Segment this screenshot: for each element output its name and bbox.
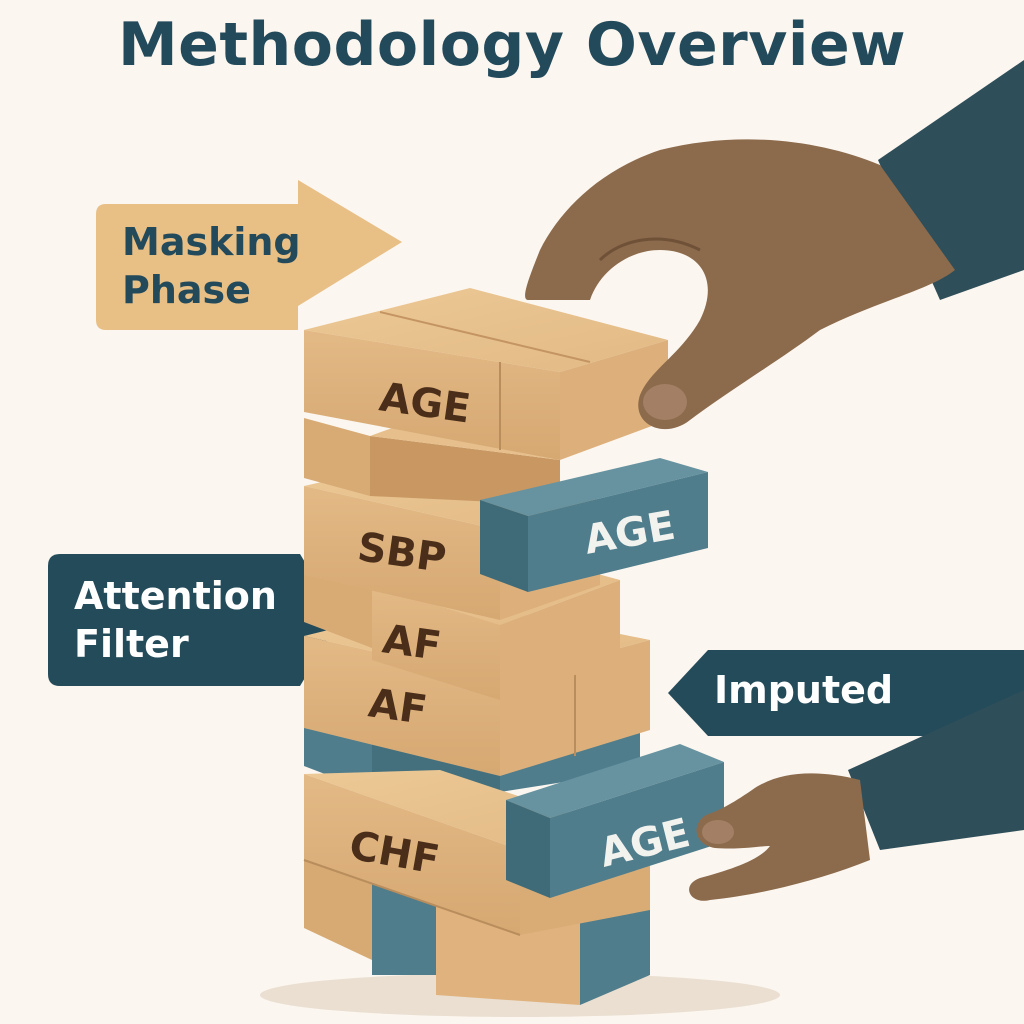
masking-phase-label: Masking Phase [122,218,301,314]
pulled-age-block-upper [480,458,708,592]
page-title: Methodology Overview [117,10,907,80]
bottom-thumbnail [702,820,734,844]
tower-top-layer [304,288,668,460]
imputed-label: Imputed [714,668,894,712]
masking-phase-arrow [96,180,402,330]
imputed-callout [668,650,1024,736]
block-label-af-upper: AF [380,616,444,670]
top-thumbnail [643,384,687,420]
attention-filter-callout [48,554,340,686]
top-hand-crease [598,237,701,262]
top-hand [525,139,955,430]
attention-filter-line-1: Attention [74,574,277,618]
pulled-age-block-lower [506,744,724,898]
masking-phase-line-2: Phase [122,268,251,312]
block-label-af-lower: AF [366,680,430,734]
attention-filter-label: Attention Filter [74,572,277,668]
attention-filter-line-2: Filter [74,622,189,666]
bottom-hand [689,773,870,901]
bottom-sleeve [848,690,1024,850]
masking-phase-line-1: Masking [122,220,301,264]
